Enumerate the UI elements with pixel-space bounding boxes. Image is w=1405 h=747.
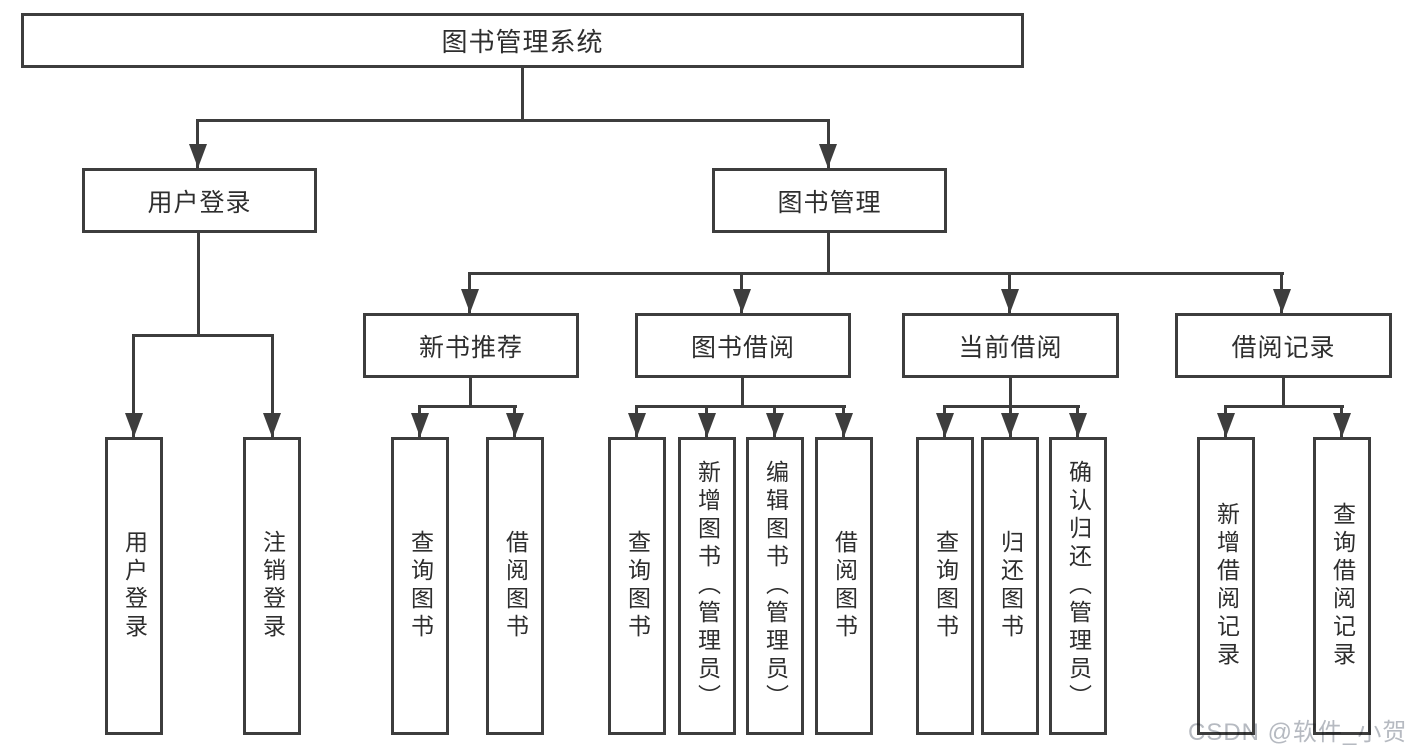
line-v (1282, 378, 1285, 408)
node-user-login: 用户登录 (82, 168, 317, 233)
arrowhead-down (506, 413, 524, 437)
leaf-query-books-recommend: 查询图书 (391, 437, 449, 735)
line-v (827, 233, 830, 275)
line-h (1224, 405, 1344, 408)
line-v (197, 233, 200, 336)
leaf-label: 确认归还（管理员） (1065, 460, 1092, 712)
leaf-label: 编辑图书（管理员） (762, 460, 789, 712)
line-h (132, 334, 274, 337)
arrowhead-down (936, 413, 954, 437)
arrowhead-down (835, 413, 853, 437)
arrowhead-down (411, 413, 429, 437)
node-current-borrowing: 当前借阅 (902, 313, 1119, 378)
arrowhead-down (263, 413, 281, 437)
line-v (469, 378, 472, 408)
line-v (827, 119, 830, 168)
node-new-book-recommend: 新书推荐 (363, 313, 579, 378)
arrowhead-down (628, 413, 646, 437)
leaf-label: 新增图书（管理员） (694, 460, 721, 712)
node-book-management: 图书管理 (712, 168, 947, 233)
arrowhead-down (698, 413, 716, 437)
leaf-user-login: 用户登录 (105, 437, 163, 735)
leaf-label: 注销登录 (259, 530, 286, 642)
line-h (635, 405, 846, 408)
arrowhead-down (1001, 413, 1019, 437)
arrowhead-down (461, 289, 479, 313)
csdn-watermark: CSDN @软件_小贺同学 (1188, 719, 1405, 746)
leaf-confirm-return-admin: 确认归还（管理员） (1049, 437, 1107, 735)
arrowhead-down (1069, 413, 1087, 437)
line-h (418, 405, 517, 408)
line-v (1009, 378, 1012, 408)
arrowhead-down (125, 413, 143, 437)
leaf-label: 用户登录 (121, 530, 148, 642)
leaf-query-books-current: 查询图书 (916, 437, 974, 735)
node-book-borrowing: 图书借阅 (635, 313, 851, 378)
line-v (132, 334, 135, 437)
leaf-query-borrow-record: 查询借阅记录 (1313, 437, 1371, 735)
arrowhead-down (733, 289, 751, 313)
leaf-edit-book-admin: 编辑图书（管理员） (746, 437, 804, 735)
leaf-label: 查询图书 (407, 530, 434, 642)
line-v (271, 334, 274, 437)
arrowhead-down (189, 144, 207, 168)
leaf-label: 归还图书 (997, 530, 1024, 642)
leaf-label: 查询图书 (932, 530, 959, 642)
leaf-label: 新增借阅记录 (1213, 502, 1240, 670)
leaf-borrow-books: 借阅图书 (815, 437, 873, 735)
leaf-label: 借阅图书 (831, 530, 858, 642)
leaf-borrow-books-recommend: 借阅图书 (486, 437, 544, 735)
line-v (521, 68, 524, 121)
leaf-label: 查询图书 (624, 530, 651, 642)
line-v (196, 119, 199, 168)
arrowhead-down (819, 144, 837, 168)
leaf-add-book-admin: 新增图书（管理员） (678, 437, 736, 735)
leaf-query-books-borrow: 查询图书 (608, 437, 666, 735)
leaf-label: 查询借阅记录 (1329, 502, 1356, 670)
leaf-add-borrow-record: 新增借阅记录 (1197, 437, 1255, 735)
arrowhead-down (1333, 413, 1351, 437)
leaf-logout: 注销登录 (243, 437, 301, 735)
line-v (741, 378, 744, 408)
arrowhead-down (1273, 289, 1291, 313)
arrowhead-down (1001, 289, 1019, 313)
leaf-return-books: 归还图书 (981, 437, 1039, 735)
line-h (196, 119, 830, 122)
line-h (468, 272, 1284, 275)
leaf-label: 借阅图书 (502, 530, 529, 642)
arrowhead-down (1217, 413, 1235, 437)
node-borrow-records: 借阅记录 (1175, 313, 1392, 378)
arrowhead-down (766, 413, 784, 437)
node-library-system: 图书管理系统 (21, 13, 1024, 68)
